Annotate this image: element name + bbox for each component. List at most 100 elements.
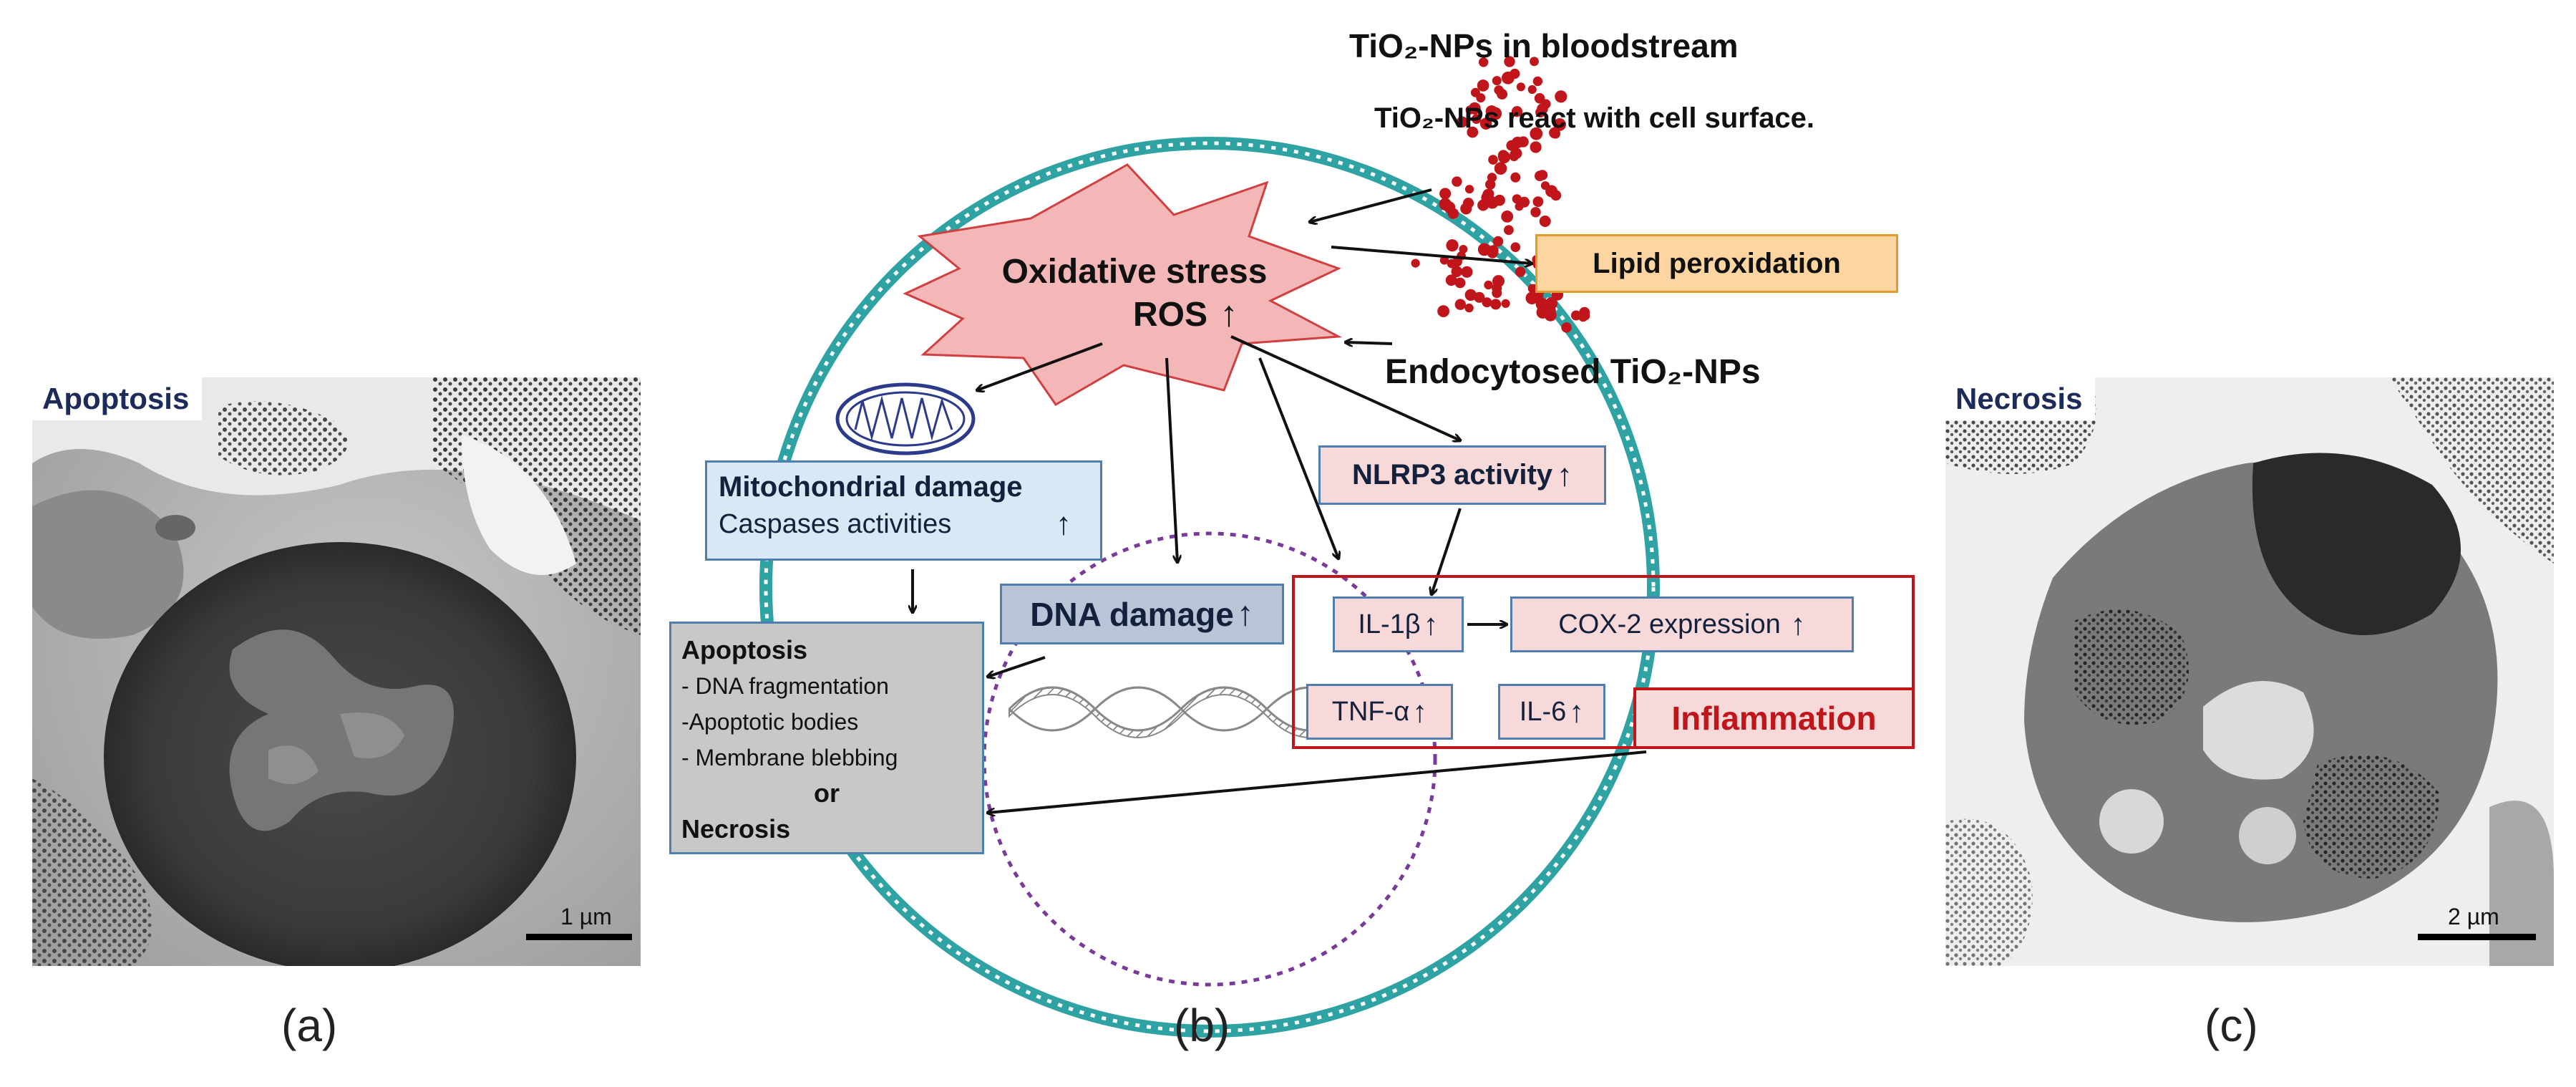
nanoparticle (1467, 126, 1479, 138)
nanoparticle (1464, 303, 1474, 313)
nanoparticle (1540, 181, 1550, 190)
nanoparticle (1411, 259, 1420, 268)
ros-text: ROS (1133, 296, 1207, 334)
nanoparticle (1504, 56, 1515, 67)
scale-label-a: 1 µm (560, 904, 612, 929)
arrow-inflammation-to-outcome (988, 750, 1647, 813)
nlrp3-up-arrow: ↑ (1557, 457, 1573, 493)
nanoparticle (1454, 299, 1466, 310)
em-image-apoptosis: Apoptosis 1 µm (32, 377, 641, 966)
nanoparticle (1492, 288, 1502, 299)
pathway-arrows (913, 188, 1647, 813)
nanoparticle (1482, 297, 1492, 308)
dna-damage-text: DNA damage (1030, 595, 1234, 633)
outcome-box: Apoptosis - DNA fragmentation -Apoptotic… (669, 622, 984, 854)
nanoparticle (1487, 245, 1499, 256)
arrow-ros-to-mito (977, 342, 1103, 390)
nanoparticle (1452, 256, 1462, 267)
nanoparticle (1468, 102, 1481, 115)
nanoparticle (1504, 225, 1514, 236)
nanoparticle (1494, 162, 1507, 175)
inflammation-text: Inflammation (1671, 700, 1877, 737)
nanoparticle (1477, 79, 1489, 92)
nanoparticle (1461, 266, 1473, 278)
nanoparticle (1511, 148, 1522, 159)
arrow-ros-to-nlrp3 (1230, 335, 1460, 440)
scale-bar-a (526, 934, 632, 940)
nanoparticle (1477, 199, 1489, 211)
nanoparticle (1501, 211, 1514, 223)
outcome-item-membrane-blebbing: - Membrane blebbing (681, 745, 898, 770)
nanoparticle (1555, 90, 1568, 103)
arrow-ros-to-lipid (1331, 246, 1532, 264)
tnfa-up-arrow: ↑ (1412, 695, 1428, 728)
nanoparticle (1454, 277, 1466, 289)
tnfa-text: TNF-α (1331, 696, 1410, 727)
nanoparticle (1537, 170, 1548, 180)
nanoparticle (1547, 186, 1557, 196)
nanoparticle (1497, 150, 1509, 161)
panel-letter-c: (c) (2205, 1000, 2258, 1051)
cox2-text: COX-2 expression (1558, 609, 1781, 639)
nanoparticle (1451, 266, 1463, 278)
apoptosis-micrograph (32, 377, 641, 966)
cox2-up-arrow: ↑ (1790, 607, 1806, 641)
outcome-item-apoptotic-bodies: -Apoptotic bodies (681, 709, 859, 735)
tnfa-box: TNF-α ↑ (1306, 684, 1453, 740)
nanoparticle (1550, 129, 1560, 139)
panel-letter-a: (a) (281, 1000, 338, 1051)
necrosis-micrograph (1945, 377, 2554, 966)
nanoparticle-cloud (1411, 56, 1590, 333)
cell-surface-label: TiO₂-NPs react with cell surface. (1374, 102, 1814, 134)
nanoparticle (1447, 208, 1459, 219)
mitochondrial-damage-title: Mitochondrial damage (719, 471, 1023, 503)
ros-up-arrow: ↑ (1220, 294, 1238, 334)
lipid-peroxidation-text: Lipid peroxidation (1593, 247, 1841, 279)
nanoparticle (1539, 216, 1551, 227)
nanoparticle (1474, 291, 1485, 303)
nlrp3-text: NLRP3 activity (1351, 459, 1553, 491)
nanoparticle (1534, 93, 1545, 104)
mitochondrion-icon (835, 382, 976, 455)
nanoparticle (1510, 242, 1521, 253)
nanoparticle (1510, 172, 1521, 183)
nanoparticle (1561, 322, 1572, 333)
lipid-peroxidation-box: Lipid peroxidation (1535, 234, 1898, 293)
nanoparticle (1485, 105, 1498, 117)
nanoparticle (1530, 141, 1542, 153)
nanoparticle (1460, 203, 1472, 215)
nanoparticle (1464, 289, 1477, 301)
arrow-ros-to-dna (1165, 357, 1177, 562)
nanoparticle (1452, 176, 1462, 187)
nanoparticle (1527, 84, 1537, 95)
dna-damage-up-arrow: ↑ (1236, 595, 1254, 633)
nanoparticle (1464, 185, 1474, 194)
arrow-dna-to-outcome (988, 656, 1046, 677)
bloodstream-label: TiO₂-NPs in bloodstream (1349, 27, 1739, 64)
nanoparticle (1490, 299, 1502, 310)
il6-text: IL-6 (1519, 696, 1567, 727)
outcome-apoptosis-title: Apoptosis (681, 635, 807, 665)
nanoparticle (1578, 312, 1588, 322)
necrosis-label: Necrosis (1945, 377, 2096, 420)
arrow-endocytosed-to-ros (1346, 342, 1393, 344)
outcome-necrosis: Necrosis (681, 814, 791, 844)
nanoparticle (1494, 194, 1505, 206)
nanoparticle (1512, 136, 1524, 149)
nlrp3-box: NLRP3 activity ↑ (1318, 445, 1606, 505)
nanoparticle (1502, 71, 1515, 84)
il1b-box: IL-1β ↑ (1333, 596, 1464, 652)
em-image-necrosis: Necrosis 2 µm (1945, 377, 2554, 966)
nanoparticle (1459, 245, 1468, 253)
panel-letter-b: (b) (1174, 1000, 1230, 1051)
nanoparticle (1471, 114, 1482, 124)
oxidative-stress-starburst (903, 163, 1343, 406)
apoptosis-label: Apoptosis (32, 377, 203, 420)
outcome-or: or (814, 778, 840, 808)
nanoparticle (1519, 196, 1530, 208)
nanoparticle (1445, 274, 1457, 286)
nanoparticle (1492, 275, 1505, 288)
nanoparticle (1439, 256, 1449, 265)
nanoparticle (1488, 155, 1498, 165)
